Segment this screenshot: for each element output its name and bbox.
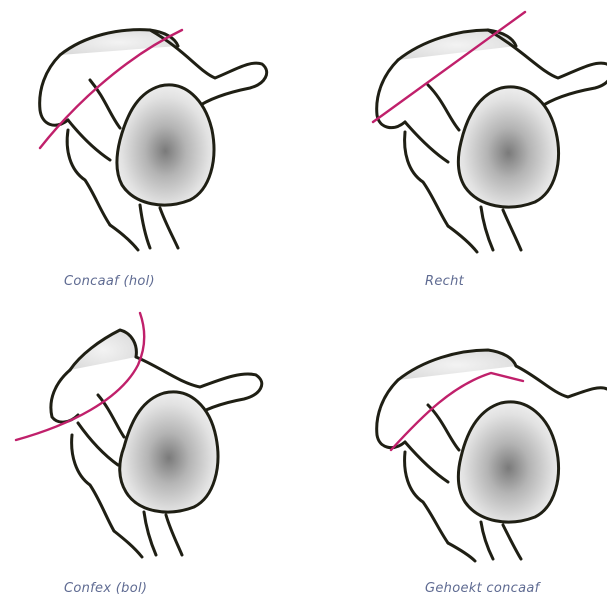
caption-convex: Confex (bol): [64, 581, 147, 596]
caption-hooked: Gehoekt concaaf: [425, 581, 540, 596]
caption-straight: Recht: [425, 274, 464, 289]
panel-convex: Confex (bol): [0, 305, 300, 605]
scapula-outline: [40, 30, 267, 250]
scapula-drawing-concave: [0, 0, 300, 260]
panel-hooked: Gehoekt concaaf: [353, 305, 607, 605]
scapula-outline: [377, 350, 607, 561]
caption-concave: Concaaf (hol): [64, 274, 155, 289]
scapula-drawing-straight: [353, 0, 607, 260]
panel-concave: Concaaf (hol): [0, 0, 300, 300]
scapula-drawing-hooked: [353, 305, 607, 565]
scapula-drawing-convex: [0, 305, 300, 565]
scapula-outline: [51, 330, 262, 557]
scapula-outline: [377, 30, 607, 252]
panel-straight: Recht: [353, 0, 607, 300]
